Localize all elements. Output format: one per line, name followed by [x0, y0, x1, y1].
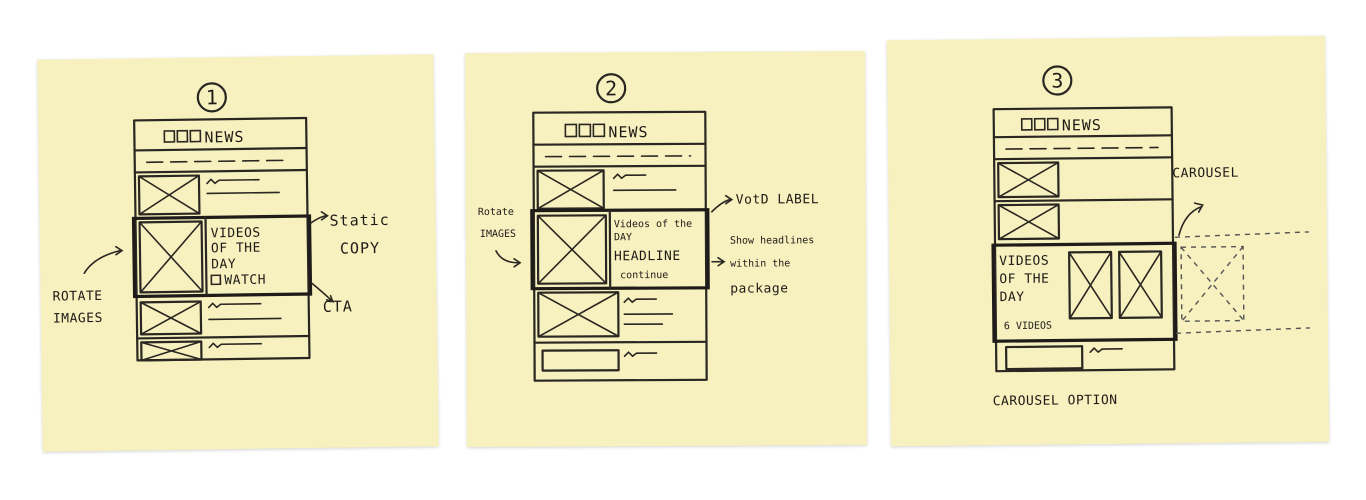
- carousel-slide: [1068, 250, 1113, 320]
- module-line-1: VIDEOS: [211, 226, 261, 242]
- images-label: IMAGES: [53, 311, 103, 327]
- nav-box-icon: [564, 123, 578, 138]
- videos-of-the-day-module: [530, 208, 710, 291]
- rotate-label: ROTATE: [52, 289, 102, 305]
- videos-of-the-day-module: [131, 214, 313, 299]
- nav-box-icon: [176, 129, 189, 143]
- play-icon: [210, 274, 222, 286]
- nav-box-icon: [592, 123, 606, 138]
- rotating-image-placeholder: [138, 220, 204, 294]
- votd-label: VotD LABEL: [736, 192, 819, 207]
- sticky-note-3: 3 NEWS VIDEOS OF THE DAY 6 VIDEOS: [886, 35, 1330, 447]
- note-number: 2: [605, 76, 617, 100]
- image-placeholder: [137, 174, 201, 216]
- nav-box-icon: [189, 129, 202, 143]
- image-placeholder: [997, 161, 1060, 199]
- headline-label: HEADLINE: [614, 249, 681, 264]
- static-label: Static: [329, 211, 389, 230]
- continue-label: continue: [620, 270, 668, 281]
- image-placeholder: [536, 169, 605, 210]
- cta-label: CTA: [323, 297, 353, 315]
- image-placeholder: [537, 291, 620, 338]
- header-logo: NEWS: [204, 128, 244, 147]
- image-placeholder: [140, 340, 203, 362]
- nav-box-icon: [578, 123, 592, 138]
- image-placeholder: [997, 203, 1061, 241]
- watch-cta: WATCH: [224, 273, 266, 289]
- rotating-image-placeholder: [536, 214, 608, 285]
- header-logo: NEWS: [608, 123, 648, 141]
- sticky-note-1: 1 NEWS VIDEOS OF THE DAY WATCH: [37, 54, 439, 452]
- offscreen-carousel-slide: [1180, 245, 1245, 322]
- wireframe-sketch-1: 1 NEWS VIDEOS OF THE DAY WATCH: [52, 82, 390, 362]
- videos-count-label: 6 VIDEOS: [1004, 321, 1052, 333]
- image-placeholder: [1005, 345, 1084, 371]
- nav-box-icon: [1020, 117, 1033, 131]
- within-label: within the: [730, 258, 790, 269]
- wireframe-sketch-3: 3 NEWS VIDEOS OF THE DAY 6 VIDEOS: [991, 65, 1310, 409]
- carousel-label: CAROUSEL: [1172, 166, 1239, 182]
- module-line-3: DAY: [211, 257, 236, 272]
- header-logo: NEWS: [1062, 116, 1102, 134]
- module-line-2: OF THE: [999, 272, 1049, 288]
- image-placeholder: [541, 349, 620, 372]
- module-line-1: VIDEOS: [999, 254, 1049, 270]
- note-number: 3: [1051, 68, 1063, 92]
- package-label: package: [730, 281, 788, 296]
- wireframe-sketch-2: 2 NEWS Videos of the DAY HEADLINE contin…: [478, 73, 819, 382]
- carousel-slide: [1118, 250, 1163, 319]
- module-line-3: DAY: [1000, 290, 1025, 305]
- sticky-note-2: 2 NEWS Videos of the DAY HEADLINE contin…: [464, 50, 868, 448]
- note-number: 1: [206, 85, 218, 109]
- nav-box-icon: [1046, 117, 1059, 131]
- nav-box-icon: [163, 130, 176, 143]
- module-line-2: DAY: [614, 232, 632, 243]
- carousel-module: [991, 241, 1178, 343]
- copy-label: COPY: [340, 239, 380, 258]
- rotate-label: Rotate: [478, 207, 514, 218]
- nav-box-icon: [1033, 117, 1046, 131]
- show-headlines-label: Show headlines: [730, 235, 814, 246]
- images-label: IMAGES: [480, 229, 516, 240]
- module-line-2: OF THE: [211, 241, 261, 257]
- module-line-1: Videos of the: [614, 219, 692, 230]
- image-placeholder: [139, 300, 203, 336]
- carousel-option-label: CAROUSEL OPTION: [993, 393, 1118, 409]
